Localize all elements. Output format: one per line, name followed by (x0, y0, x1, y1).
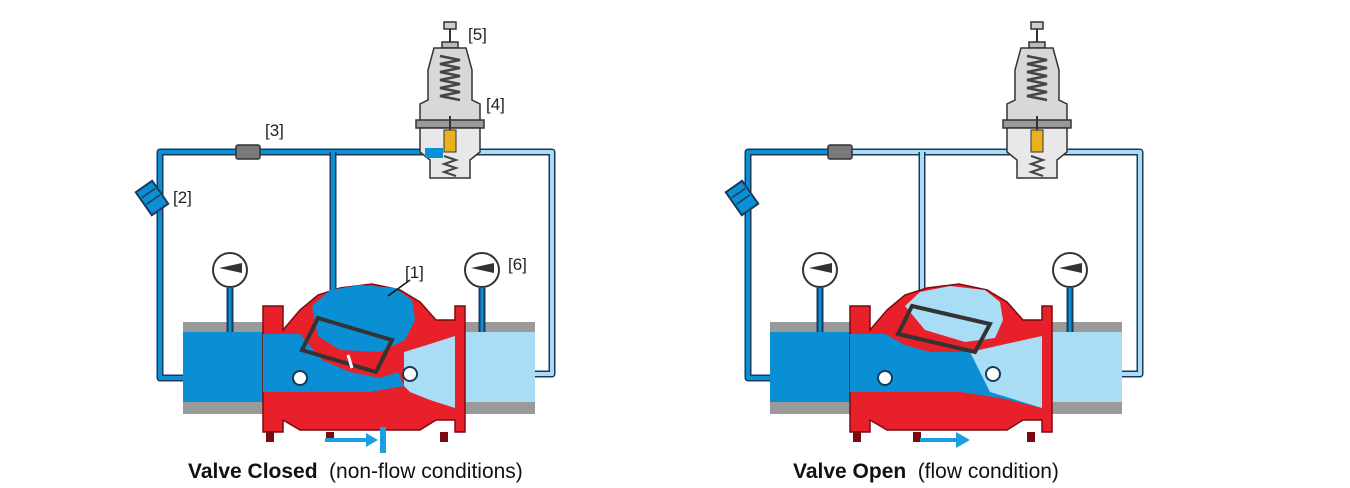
needle-valve-icon (235, 144, 261, 160)
filter-icon (724, 179, 760, 217)
inlet-pipe (183, 332, 263, 412)
pilot-regulator (1001, 20, 1073, 180)
caption-closed-subtitle: (non-flow conditions) (329, 460, 523, 483)
main-valve-body (849, 283, 1053, 442)
pressure-gauge-icon (213, 253, 247, 332)
outlet-pipe (1042, 332, 1122, 412)
needle-valve-icon (827, 144, 853, 160)
pressure-gauge-icon (465, 253, 499, 332)
flow-arrow-icon (920, 432, 970, 448)
main-valve-body (262, 283, 466, 442)
label-pilot: [4] (486, 95, 505, 114)
label-adjusting-screw: [5] (468, 25, 487, 44)
label-needle-valve: [3] (265, 121, 284, 140)
caption-closed-title: Valve Closed (188, 460, 318, 483)
open-valve-assembly: Valve Open (flow condition) (724, 20, 1144, 483)
label-filter: [2] (173, 188, 192, 207)
caption-open-subtitle: (flow condition) (918, 460, 1059, 483)
outlet-pipe (455, 332, 535, 412)
label-gauge: [6] (508, 255, 527, 274)
caption-closed: Valve Closed (non-flow conditions) (188, 460, 523, 483)
caption-open: Valve Open (flow condition) (793, 460, 1059, 483)
filter-icon (134, 179, 170, 217)
closed-valve-assembly: [1] [2] [3] [4] [5] [6] Valve Closed (no… (134, 20, 556, 483)
pressure-gauge-icon (803, 253, 837, 332)
label-main-valve: [1] (405, 263, 424, 282)
pressure-gauge-icon (1053, 253, 1087, 332)
flow-stop-icon (325, 427, 386, 453)
caption-open-title: Valve Open (793, 460, 906, 483)
inlet-pipe (770, 332, 850, 412)
